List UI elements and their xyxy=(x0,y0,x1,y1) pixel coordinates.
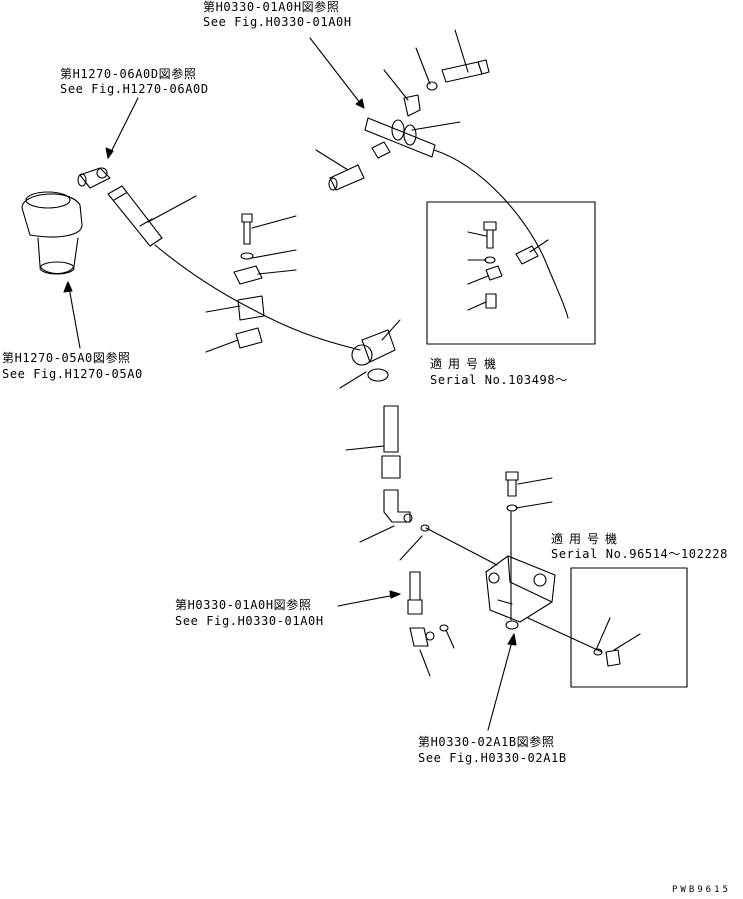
upper-hose-line xyxy=(433,149,569,319)
fitting-ref-en: See Fig.H1270-06A0D xyxy=(60,82,209,96)
reference-arrows xyxy=(63,37,517,731)
upper-serial-en: Serial No.103498～ xyxy=(430,373,568,387)
filter-element xyxy=(21,191,83,275)
upper-hose-clamp xyxy=(328,117,436,191)
valve-side-fittings xyxy=(407,571,449,647)
filter-ref-ja: 第H1270-05A0図参照 xyxy=(2,351,131,365)
clamp-hardware-mid xyxy=(233,213,265,349)
valve-link-line xyxy=(425,527,498,566)
lower-hose-ref-ja: 第H0330-01A0H図参照 xyxy=(175,598,312,612)
upper-serial-box xyxy=(426,201,596,345)
elbow-fitting-lower xyxy=(383,489,430,532)
lower-serial-en: Serial No.96514～102228 xyxy=(551,547,728,561)
upper-serial-ja: 適用号機 xyxy=(430,357,503,371)
lower-serial-inset-parts xyxy=(593,648,621,667)
valve-top-bolt xyxy=(505,471,519,512)
fitting-connector xyxy=(77,167,111,189)
filter-ref-en: See Fig.H1270-05A0 xyxy=(2,367,143,381)
top-hose-ref-ja: 第H0330-01A0H図参照 xyxy=(203,0,340,14)
hose-tube-left xyxy=(107,185,163,247)
valve-ref-en: See Fig.H0330-02A1B xyxy=(418,751,567,765)
leader-lines xyxy=(147,29,641,677)
lower-serial-ja: 適用号機 xyxy=(551,532,624,546)
valve-ref-ja: 第H0330-02A1B図参照 xyxy=(418,735,555,749)
fitting-ref-ja: 第H1270-06A0D図参照 xyxy=(60,67,197,81)
hose-vertical xyxy=(381,405,401,479)
top-hose-ref-en: See Fig.H0330-01A0H xyxy=(203,15,352,29)
valve-block xyxy=(485,555,556,630)
drawing-code: PWB9615 xyxy=(672,885,731,895)
lower-hose-line xyxy=(154,244,361,351)
upper-serial-inset-parts xyxy=(483,221,539,309)
elbow-joint xyxy=(351,329,396,382)
lower-hose-ref-en: See Fig.H0330-01A0H xyxy=(175,614,324,628)
lower-serial-box xyxy=(570,567,688,688)
bolt-top xyxy=(403,59,490,117)
valve-link-line-3 xyxy=(527,617,603,653)
